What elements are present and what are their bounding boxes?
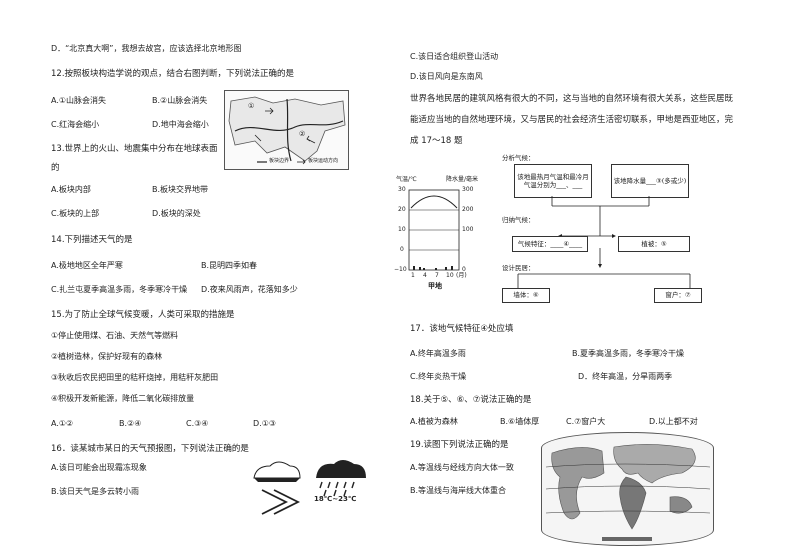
q13-option-a[interactable]: A.板块内部 bbox=[51, 185, 91, 194]
flow-box-temperature: 该地最热月气温和最冷月气温分别为___、___ bbox=[514, 164, 592, 198]
q16-option-b[interactable]: B.该日天气是多云转小雨 bbox=[51, 487, 140, 496]
q18-option-d[interactable]: D.以上都不对 bbox=[649, 417, 698, 426]
flow-box-window: 窗户：⑦ bbox=[654, 288, 702, 303]
q15-statement-1: ①停止使用煤、石油、天然气等燃料 bbox=[51, 331, 179, 340]
flow-box-vegetation: 植被：⑤ bbox=[618, 236, 690, 252]
forecast-temperature: 18℃~23℃ bbox=[314, 495, 357, 503]
flow-box-precipitation: 该地降水量___③(多或少) bbox=[611, 164, 689, 198]
climate-place-label: 甲地 bbox=[428, 282, 442, 290]
rain-cloud-icon bbox=[316, 460, 366, 497]
q14-option-b[interactable]: B.昆明四季如春 bbox=[201, 261, 258, 270]
cloudy-icon bbox=[253, 461, 301, 482]
q15-stem: 15.为了防止全球气候变暖，人类可采取的措施是 bbox=[51, 310, 235, 320]
world-isotherm-map bbox=[541, 432, 714, 546]
flow-label-analysis: 分析气候： bbox=[502, 154, 535, 162]
climate-chart bbox=[408, 189, 460, 271]
climate-left-tick-30: 30 bbox=[398, 186, 406, 193]
flow-label-type: 归纳气候： bbox=[502, 216, 535, 224]
plate-map-legend-direction: 板块运动方向 bbox=[308, 158, 339, 164]
climate-x-tick-10: 10 bbox=[446, 272, 454, 279]
plate-map-legend-boundary: 板块边界 bbox=[269, 158, 290, 164]
plate-map-graphic bbox=[228, 96, 346, 165]
climate-right-tick-200: 200 bbox=[462, 206, 474, 213]
q17-option-d[interactable]: D．终年高温，分旱雨两季 bbox=[578, 372, 673, 381]
turn-to-arrow-icon bbox=[261, 489, 289, 515]
q12-stem: 12.按照板块构造学说的观点，结合右图判断，下列说法正确的是 bbox=[51, 69, 295, 79]
intro-line2: 能适应当地的自然地理环境，又与居民的社会经济生活密切联系，甲地是西亚地区，完 bbox=[410, 115, 734, 125]
climate-left-tick-20: 20 bbox=[398, 206, 406, 213]
q16-option-d[interactable]: D.该日风向是东南风 bbox=[410, 72, 483, 81]
q11-option-d: D．“北京真大啊”，我想去故宫，应该选择北京地形图 bbox=[51, 44, 242, 53]
q19-option-a[interactable]: A.等温线与经线方向大体一致 bbox=[410, 463, 514, 472]
plate-map-mark-2: ② bbox=[299, 130, 306, 138]
q13-option-b[interactable]: B.板块交界地带 bbox=[152, 185, 209, 194]
plate-map: ① ② 板块边界 板块运动方向 bbox=[224, 90, 349, 170]
q15-statement-3: ③秋收后农民把田里的秸秆烧掉，用秸秆灰肥田 bbox=[51, 373, 219, 382]
q14-option-d[interactable]: D.夜来风雨声，花落知多少 bbox=[201, 285, 298, 294]
flow-box-climate-type: 气候特征：____④____ bbox=[512, 236, 588, 252]
q12-option-b[interactable]: B.②山脉会消失 bbox=[152, 96, 208, 105]
q18-option-b[interactable]: B.⑥墙体厚 bbox=[500, 417, 540, 426]
q17-option-b[interactable]: B.夏季高温多雨，冬季寒冷干燥 bbox=[572, 349, 685, 358]
flow-connectors bbox=[517, 196, 691, 288]
flow-label-design: 设计民居： bbox=[502, 264, 535, 272]
q15-option-b[interactable]: B.②④ bbox=[119, 419, 142, 428]
world-map-graphic bbox=[545, 444, 711, 541]
q19-option-b[interactable]: B.等温线与海岸线大体重合 bbox=[410, 486, 507, 495]
climate-left-tick-10: 10 bbox=[398, 226, 406, 233]
q12-option-a[interactable]: A.①山脉会消失 bbox=[51, 96, 107, 105]
climate-left-axis-title: 气温/℃ bbox=[396, 176, 417, 183]
climate-right-tick-100: 100 bbox=[462, 226, 474, 233]
intro-line1: 世界各地民居的建筑风格有很大的不同，这与当地的自然环境有很大关系，这些民居既 bbox=[410, 94, 734, 104]
q18-option-c[interactable]: C.⑦窗户大 bbox=[566, 417, 606, 426]
plate-map-mark-1: ① bbox=[248, 102, 255, 110]
q18-option-a[interactable]: A.植被为森林 bbox=[410, 417, 458, 426]
q13-option-d[interactable]: D.板块的深处 bbox=[152, 209, 201, 218]
q17-stem: 17．该地气候特征④处应填 bbox=[410, 324, 514, 334]
climate-left-tick-0: 0 bbox=[400, 246, 404, 253]
q17-option-c[interactable]: C.终年炎热干燥 bbox=[410, 372, 467, 381]
q14-stem: 14.下列描述天气的是 bbox=[51, 235, 133, 245]
climate-right-tick-300: 300 bbox=[462, 186, 474, 193]
q12-option-d[interactable]: D.地中海会缩小 bbox=[152, 120, 209, 129]
q15-option-d[interactable]: D.①③ bbox=[253, 419, 277, 428]
intro-line3: 成 17～18 题 bbox=[410, 136, 463, 146]
q16-stem: 16．读某城市某日的天气预报图，下列说法正确的是 bbox=[51, 444, 249, 454]
q15-statement-4: ④积极开发新能源，降低二氧化碳排放量 bbox=[51, 394, 195, 403]
q13-option-c[interactable]: C.板块的上部 bbox=[51, 209, 100, 218]
climate-x-tick-7: 7 bbox=[435, 272, 439, 279]
q17-option-a[interactable]: A.终年高温多雨 bbox=[410, 349, 466, 358]
q18-stem: 18.关于⑤、⑥、⑦说法正确的是 bbox=[410, 395, 532, 405]
q15-option-c[interactable]: C.③④ bbox=[186, 419, 209, 428]
climate-left-tick-neg10: −10 bbox=[394, 266, 407, 273]
q15-option-a[interactable]: A.①② bbox=[51, 419, 74, 428]
weather-forecast-symbols bbox=[253, 460, 366, 515]
climate-right-tick-0: 0 bbox=[462, 266, 466, 273]
climate-x-unit: (月) bbox=[456, 272, 467, 279]
q14-option-a[interactable]: A.极地地区全年严寒 bbox=[51, 261, 123, 270]
q16-option-a[interactable]: A.该日可能会出现霜冻现象 bbox=[51, 463, 147, 472]
q16-option-c[interactable]: C.该日适合组织登山活动 bbox=[410, 52, 499, 61]
q13-stem-line1: 13.世界上的火山、地震集中分布在地球表面 bbox=[51, 144, 218, 154]
q19-stem: 19.读图下列说法正确的是 bbox=[410, 440, 509, 450]
q13-stem-line2: 的 bbox=[51, 163, 60, 173]
climate-x-tick-1: 1 bbox=[411, 272, 415, 279]
flow-box-wall: 墙体：⑥ bbox=[502, 288, 550, 303]
q12-option-c[interactable]: C.红海会缩小 bbox=[51, 120, 100, 129]
climate-right-axis-title: 降水量/毫米 bbox=[446, 176, 479, 183]
q15-statement-2: ②植树造林，保护好现有的森林 bbox=[51, 352, 163, 361]
q14-option-c[interactable]: C.扎兰屯夏季高温多雨，冬季寒冷干燥 bbox=[51, 285, 188, 294]
climate-x-tick-4: 4 bbox=[423, 272, 427, 279]
